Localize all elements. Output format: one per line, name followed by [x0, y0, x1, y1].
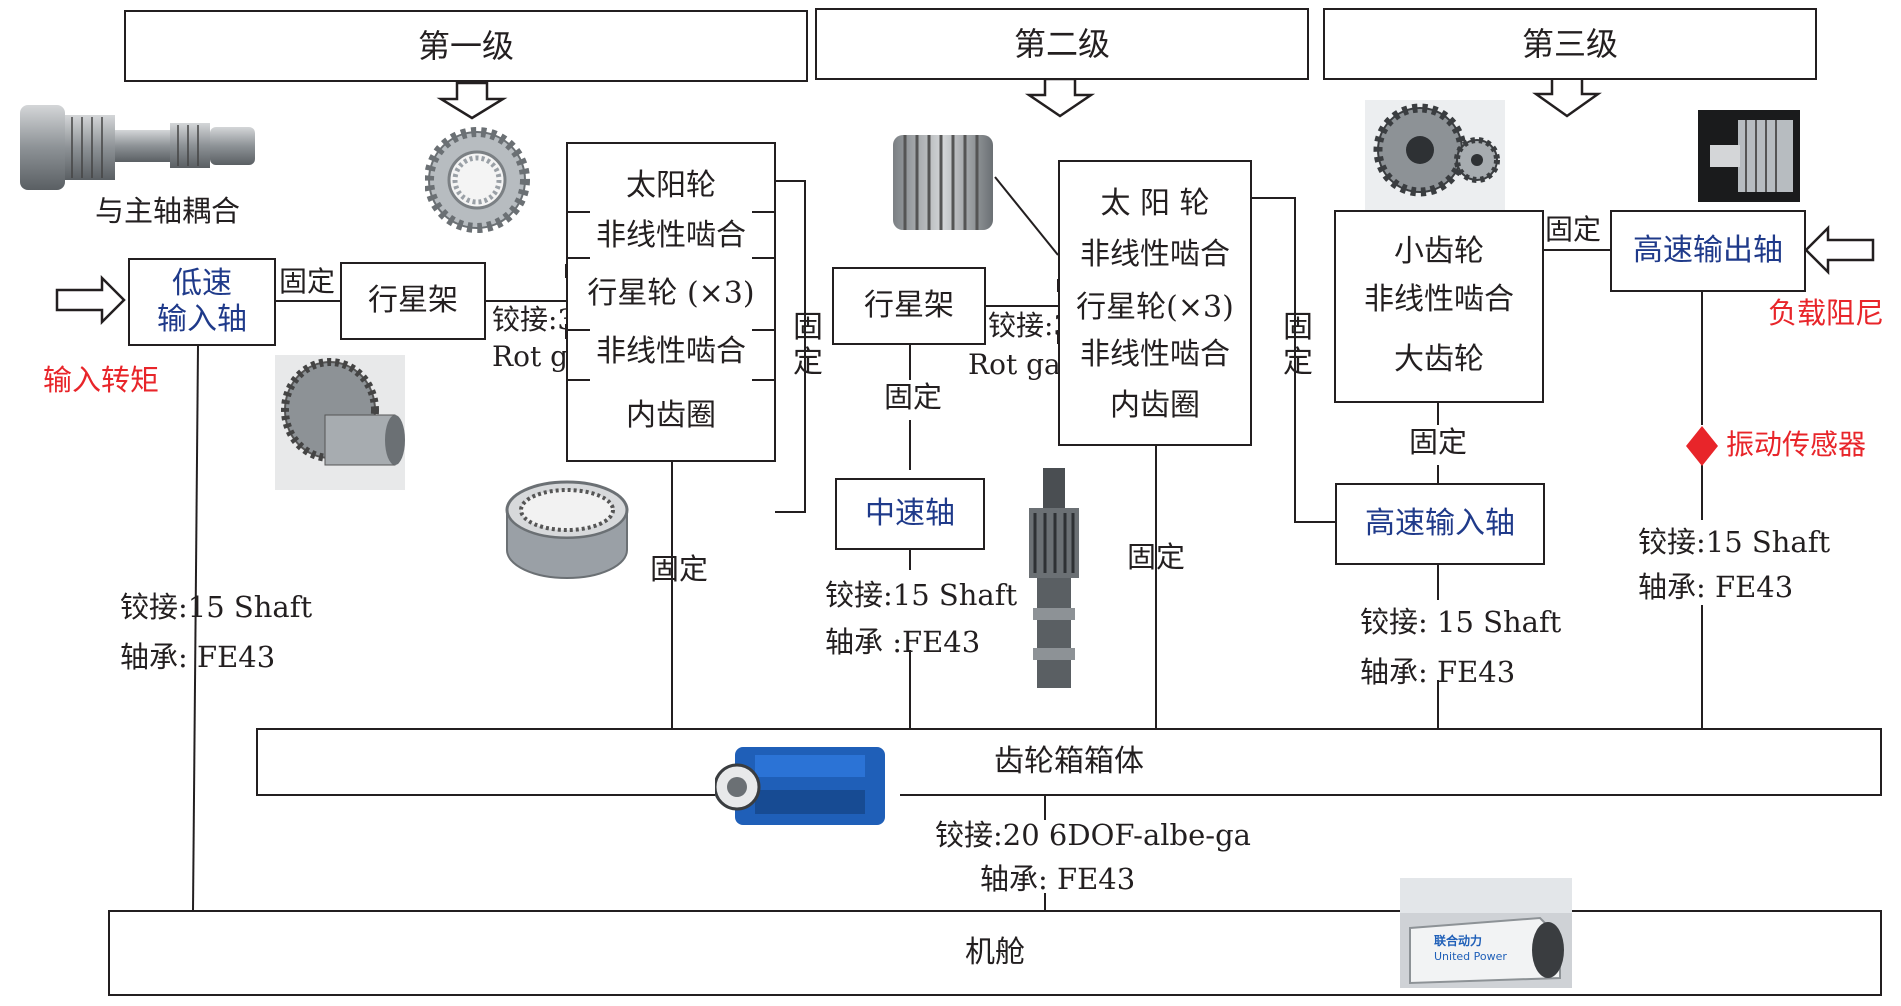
mesh-2-label: 非线性啮合 [596, 333, 746, 369]
fixed-carrier-2-label: 固定 [884, 380, 943, 414]
sensor-diamond-icon [1686, 426, 1718, 466]
mesh-2b-label: 非线性啮合 [1080, 336, 1230, 372]
fixed-vertical-2a: 固 [1283, 310, 1313, 345]
planet-gear-photo-icon [893, 135, 993, 230]
stage-1-label: 第一级 [417, 26, 514, 65]
hs-input-joint-line: 铰接: 15 Shaft [1360, 605, 1562, 639]
carrier-photo-icon [275, 355, 405, 490]
main-shaft-photo-icon [20, 105, 255, 190]
input-torque-label: 输入转矩 [43, 363, 160, 397]
carrier-1-box: 行星架 [340, 262, 486, 340]
hs-output-joint-line: 铰接:15 Shaft [1638, 525, 1831, 559]
logo-text-en: United Power [1434, 950, 1507, 963]
sun-gear-photo-icon [425, 127, 530, 233]
low-shaft-joint-line: 铰接:15 Shaft [120, 590, 313, 624]
hs-output-shaft-box: 高速输出轴 [1610, 210, 1806, 292]
gearbox-housing-box: 齿轮箱箱体 [256, 728, 1882, 796]
sun-gear-2-label: 太 阳 轮 [1100, 185, 1210, 221]
fixed-ring-1-label: 固定 [650, 552, 709, 586]
load-damping-label: 负载阻尼 [1768, 296, 1885, 330]
fixed-vertical-2b: 定 [1283, 345, 1313, 380]
output-shaft-photo-icon [1698, 110, 1800, 202]
stage-3-label: 第三级 [1521, 24, 1618, 63]
sun-gear-1-label: 太阳轮 [626, 167, 716, 203]
carrier-1-label: 行星架 [368, 282, 458, 318]
hs-output-shaft-label: 高速输出轴 [1633, 232, 1783, 268]
mid-speed-shaft-label: 中速轴 [865, 495, 955, 531]
nacelle-box: 机舱 [108, 910, 1882, 996]
mid-speed-shaft-box: 中速轴 [835, 478, 985, 550]
spur-gear-photo-icon [1365, 100, 1505, 210]
nacelle-photo-icon [1400, 878, 1572, 988]
stage-1-header: 第一级 [124, 10, 808, 82]
stage-3-header: 第三级 [1323, 8, 1817, 80]
ring-gear-1-label: 内齿圈 [626, 397, 716, 433]
fixed-vertical-1a: 固 [793, 310, 823, 345]
gearbox-housing-label: 齿轮箱箱体 [994, 743, 1144, 779]
mesh-2a-label: 非线性啮合 [1080, 236, 1230, 272]
carrier-2-label: 行星架 [864, 287, 954, 323]
gear-3-label: 大齿轮 [1394, 341, 1484, 377]
ring-gear-photo-icon [505, 480, 629, 579]
gearbox-photo-icon [715, 735, 900, 835]
planet-gear-2-label: 行星轮(×3) [1076, 289, 1234, 325]
ring-gear-2-label: 内齿圈 [1110, 387, 1200, 423]
fixed-vertical-1b: 定 [793, 345, 823, 380]
shaft-photo-icon [1029, 468, 1079, 688]
gearbox-joint-line: 铰接:20 6DOF-albe-ga [935, 818, 1251, 852]
joint-label: 铰接:3 [492, 303, 576, 336]
mid-shaft-bearing-line: 轴承 :FE43 [825, 625, 981, 659]
hs-input-shaft-box: 高速输入轴 [1335, 483, 1545, 565]
carrier-2-box: 行星架 [832, 267, 986, 345]
planetary-1-stack: 太阳轮 非线性啮合 行星轮 (×3) 非线性啮合 内齿圈 [566, 142, 776, 462]
nacelle-label: 机舱 [965, 934, 1025, 970]
fixed-ring-2-label: 固定 [1127, 540, 1186, 574]
nacelle-photo: 联合动力 United Power [1400, 878, 1572, 988]
low-speed-label-1: 低速 [172, 265, 232, 301]
stage-2-header: 第二级 [815, 8, 1309, 80]
planet-gear-1-label: 行星轮 (×3) [587, 275, 755, 311]
gearbox-bearing-line: 轴承: FE43 [980, 862, 1136, 896]
hs-input-bearing-line: 轴承: FE43 [1360, 655, 1516, 689]
low-speed-label-2: 输入轴 [157, 301, 247, 337]
parallel-stage-stack: 小齿轮 非线性啮合 大齿轮 [1334, 210, 1544, 403]
low-speed-input-shaft-box: 低速 输入轴 [128, 258, 276, 346]
hs-output-bearing-line: 轴承: FE43 [1638, 570, 1794, 604]
joint-2-label: Rot ga [968, 348, 1061, 381]
vibration-sensor-label: 振动传感器 [1726, 428, 1867, 461]
fixed-3b-label: 固定 [1409, 425, 1468, 459]
mid-shaft-joint-line: 铰接:15 Shaft [825, 578, 1018, 612]
low-shaft-bearing-line: 轴承: FE43 [120, 640, 276, 674]
coupling-label: 与主轴耦合 [95, 194, 241, 228]
fixed-label: 固定 [279, 265, 336, 298]
joint-2-label: 铰接:3 [988, 309, 1072, 342]
pinion-label: 小齿轮 [1394, 233, 1484, 269]
planetary-2-stack: 太 阳 轮 非线性啮合 行星轮(×3) 非线性啮合 内齿圈 [1058, 160, 1252, 446]
mesh-1-label: 非线性啮合 [568, 214, 774, 258]
fixed-3a-label: 固定 [1545, 213, 1602, 246]
logo-text-cn: 联合动力 [1434, 934, 1483, 948]
hs-input-shaft-label: 高速输入轴 [1365, 505, 1515, 541]
mesh-3-label: 非线性啮合 [1364, 281, 1514, 317]
stage-2-label: 第二级 [1013, 24, 1110, 63]
